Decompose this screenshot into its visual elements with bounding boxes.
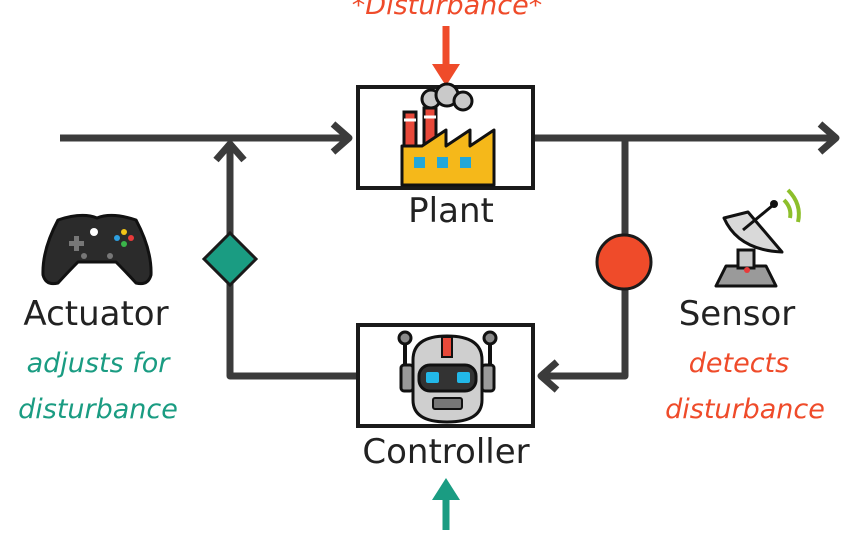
controller-label: Controller (362, 432, 529, 472)
robot-icon (397, 330, 498, 424)
sensor-caption-line2: disturbance (665, 394, 825, 425)
output-line (535, 121, 840, 155)
input-line (60, 121, 353, 155)
actuator-label: Actuator (23, 294, 168, 334)
actuator-caption-line1: adjusts for (27, 348, 172, 379)
sensor-label: Sensor (679, 294, 796, 334)
disturbance-arrow (432, 26, 460, 86)
plant-label: Plant (408, 191, 494, 231)
reference-input-arrow (432, 478, 460, 530)
gamepad-icon (41, 213, 153, 286)
feedback-actuator-line (213, 140, 357, 380)
actuator-node (201, 230, 259, 288)
feedback-sensor-line (537, 138, 629, 393)
plant-block (356, 82, 535, 190)
controller-block (356, 323, 535, 428)
factory-icon (400, 82, 496, 187)
sensor-caption-line1: detects (689, 348, 789, 379)
actuator-caption-line2: disturbance (18, 394, 178, 425)
satellite-dish-icon (714, 188, 801, 288)
disturbance-label: *Disturbance* (352, 0, 542, 21)
sensor-node (595, 233, 653, 291)
